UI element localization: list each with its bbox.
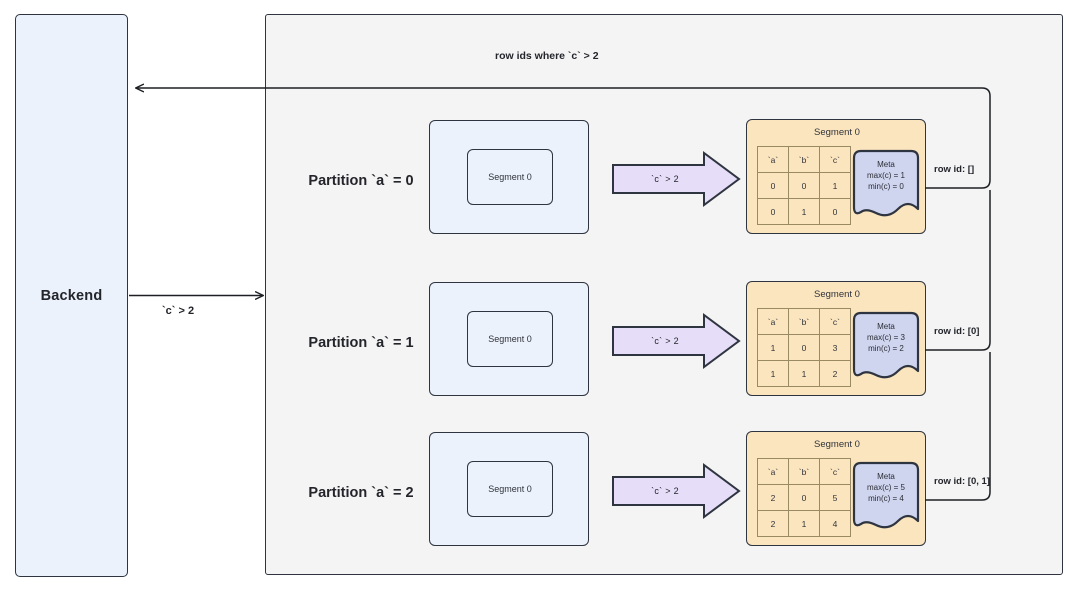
table-row: 2 1 4 — [757, 510, 851, 537]
meta-max: max(c) = 3 — [866, 333, 905, 342]
partitions-container: Partition `a` = 0 Segment 0 `c` > 2 Segm… — [265, 14, 1063, 575]
partition-row: Partition `a` = 0 Segment 0 `c` > 2 Segm… — [266, 115, 1064, 265]
table-header-row: `a` `b` `c` — [757, 458, 851, 485]
segment-card-title: Segment 0 — [814, 439, 860, 450]
column-header: `b` — [788, 146, 820, 173]
segment-box: Segment 0 — [467, 149, 553, 205]
segment-table: `a` `b` `c` 1 0 3 1 1 2 — [757, 308, 851, 387]
table-cell: 2 — [757, 484, 789, 511]
table-cell: 5 — [819, 484, 851, 511]
segment-box: Segment 0 — [467, 311, 553, 367]
table-row: 0 0 1 — [757, 172, 851, 199]
filter-arrow-label: `c` > 2 — [651, 486, 679, 496]
table-cell: 1 — [788, 198, 820, 225]
meta-title: Meta — [877, 472, 895, 481]
partition-row: Partition `a` = 2 Segment 0 `c` > 2 Segm… — [266, 427, 1064, 577]
segment-card: Segment 0 `a` `b` `c` 2 0 5 2 1 — [746, 431, 926, 546]
segment-holder: Segment 0 — [429, 282, 589, 396]
table-header-row: `a` `b` `c` — [757, 308, 851, 335]
column-header: `a` — [757, 308, 789, 335]
meta-text: Meta max(c) = 1 min(c) = 0 — [852, 159, 920, 192]
table-row: 2 0 5 — [757, 484, 851, 511]
table-cell: 1 — [788, 360, 820, 387]
segment-card-title: Segment 0 — [814, 127, 860, 138]
meta-text: Meta max(c) = 5 min(c) = 4 — [852, 471, 920, 504]
segment-table: `a` `b` `c` 2 0 5 2 1 4 — [757, 458, 851, 537]
row-id-label: row id: [] — [934, 164, 975, 175]
table-row: 0 1 0 — [757, 198, 851, 225]
meta-title: Meta — [877, 322, 895, 331]
column-header: `a` — [757, 458, 789, 485]
table-cell: 1 — [819, 172, 851, 199]
column-header: `b` — [788, 308, 820, 335]
backend-node: Backend — [15, 14, 128, 577]
partition-label: Partition `a` = 0 — [308, 173, 414, 189]
partition-row: Partition `a` = 1 Segment 0 `c` > 2 Segm… — [266, 277, 1064, 427]
partition-label: Partition `a` = 1 — [308, 335, 414, 351]
table-cell: 2 — [819, 360, 851, 387]
filter-arrow: `c` > 2 — [611, 313, 741, 369]
table-cell: 1 — [788, 510, 820, 537]
column-header: `c` — [819, 458, 851, 485]
table-cell: 0 — [788, 334, 820, 361]
meta-min: min(c) = 2 — [868, 344, 904, 353]
meta-title: Meta — [877, 160, 895, 169]
table-cell: 1 — [757, 360, 789, 387]
meta-badge: Meta max(c) = 1 min(c) = 0 — [852, 149, 920, 221]
meta-min: min(c) = 0 — [868, 182, 904, 191]
meta-max: max(c) = 1 — [866, 171, 905, 180]
request-label: `c` > 2 — [162, 305, 195, 317]
segment-holder: Segment 0 — [429, 120, 589, 234]
table-row: 1 1 2 — [757, 360, 851, 387]
table-cell: 2 — [757, 510, 789, 537]
segment-box: Segment 0 — [467, 461, 553, 517]
meta-min: min(c) = 4 — [868, 494, 904, 503]
table-cell: 0 — [819, 198, 851, 225]
backend-label: Backend — [40, 287, 103, 304]
filter-arrow-label: `c` > 2 — [651, 174, 679, 184]
segment-card-title: Segment 0 — [814, 289, 860, 300]
partition-label: Partition `a` = 2 — [308, 485, 414, 501]
table-header-row: `a` `b` `c` — [757, 146, 851, 173]
column-header: `c` — [819, 146, 851, 173]
segment-table: `a` `b` `c` 0 0 1 0 1 0 — [757, 146, 851, 225]
column-header: `a` — [757, 146, 789, 173]
segment-card: Segment 0 `a` `b` `c` 0 0 1 0 1 — [746, 119, 926, 234]
row-id-label: row id: [0] — [934, 326, 980, 337]
response-label: row ids where `c` > 2 — [495, 50, 599, 62]
segment-card: Segment 0 `a` `b` `c` 1 0 3 1 1 — [746, 281, 926, 396]
table-cell: 1 — [757, 334, 789, 361]
column-header: `c` — [819, 308, 851, 335]
table-cell: 0 — [757, 172, 789, 199]
table-cell: 4 — [819, 510, 851, 537]
column-header: `b` — [788, 458, 820, 485]
table-cell: 0 — [757, 198, 789, 225]
segment-holder: Segment 0 — [429, 432, 589, 546]
meta-text: Meta max(c) = 3 min(c) = 2 — [852, 321, 920, 354]
table-cell: 0 — [788, 484, 820, 511]
filter-arrow-label: `c` > 2 — [651, 336, 679, 346]
meta-badge: Meta max(c) = 3 min(c) = 2 — [852, 311, 920, 383]
meta-max: max(c) = 5 — [866, 483, 905, 492]
row-id-label: row id: [0, 1] — [934, 476, 990, 487]
filter-arrow: `c` > 2 — [611, 463, 741, 519]
table-row: 1 0 3 — [757, 334, 851, 361]
table-cell: 0 — [788, 172, 820, 199]
table-cell: 3 — [819, 334, 851, 361]
filter-arrow: `c` > 2 — [611, 151, 741, 207]
meta-badge: Meta max(c) = 5 min(c) = 4 — [852, 461, 920, 533]
